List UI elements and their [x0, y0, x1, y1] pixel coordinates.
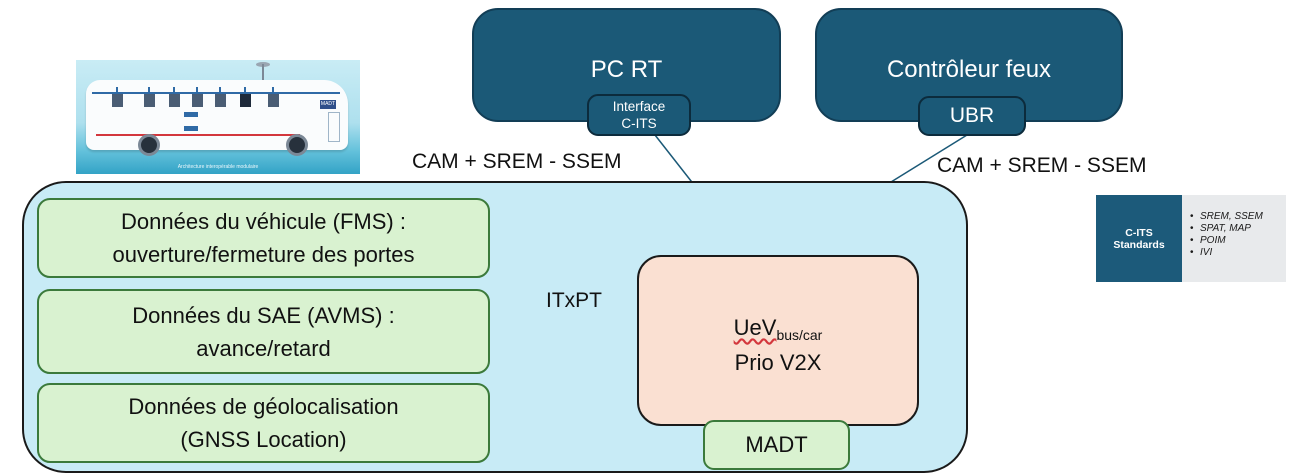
list-item: POIM — [1190, 235, 1263, 247]
itxpt-label: ITxPT — [546, 289, 602, 312]
geolocation-data-detail: (GNSS Location) — [180, 427, 347, 452]
interface-label: Interface — [612, 99, 666, 114]
ubr-box: UBR — [918, 96, 1026, 136]
vehicle-data-box: Données du véhicule (FMS) : ouverture/fe… — [37, 198, 490, 278]
list-item: IVI — [1190, 247, 1263, 259]
controleur-feux-box: Contrôleur feux — [815, 8, 1123, 122]
cits-standards-list: SREM, SSEM SPAT, MAP POIM IVI — [1182, 211, 1263, 259]
geolocation-data-box: Données de géolocalisation (GNSS Locatio… — [37, 383, 490, 463]
uev-label: UeVbus/car — [733, 315, 823, 343]
protocol-label-right: CAM + SREM - SSEM — [937, 154, 1147, 177]
ubr-label: UBR — [949, 104, 995, 127]
vehicle-data-detail: ouverture/fermeture des portes — [112, 242, 415, 267]
controleur-feux-title: Contrôleur feux — [886, 56, 1052, 83]
uev-prio-v2x-box: UeVbus/car Prio V2X — [637, 255, 919, 426]
sae-data-title: Données du SAE (AVMS) : — [132, 302, 395, 328]
sae-data-detail: avance/retard — [196, 335, 331, 361]
list-item: SPAT, MAP — [1190, 223, 1263, 235]
bus-architecture-image: MADT Architecture interopérable modulair… — [76, 60, 360, 174]
list-item: SREM, SSEM — [1190, 211, 1263, 223]
vehicle-data-title: Données du véhicule (FMS) : — [121, 209, 406, 234]
cits-standards-title: C-ITS Standards — [1096, 195, 1182, 282]
madt-box: MADT — [703, 420, 850, 470]
cits-standards-card: C-ITS Standards SREM, SSEM SPAT, MAP POI… — [1096, 195, 1286, 282]
prio-v2x-label: Prio V2X — [734, 350, 822, 375]
pc-rt-title: PC RT — [590, 56, 663, 83]
cits-label: C-ITS — [621, 116, 657, 131]
madt-label: MADT — [745, 432, 808, 457]
sae-data-box: Données du SAE (AVMS) : avance/retard — [37, 289, 490, 374]
interface-cits-box: Interface C-ITS — [587, 94, 691, 136]
bus-image-caption: Architecture interopérable modulaire — [177, 164, 259, 170]
protocol-label-left: CAM + SREM - SSEM — [412, 150, 622, 173]
geolocation-data-title: Données de géolocalisation — [128, 394, 399, 419]
